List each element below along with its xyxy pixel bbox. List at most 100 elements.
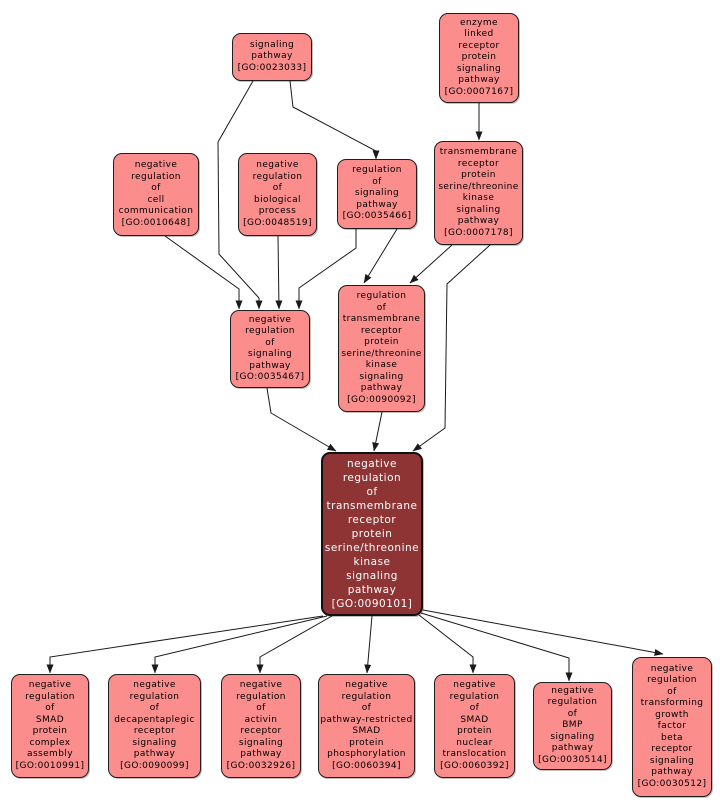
node-label-line: signaling xyxy=(249,39,295,50)
node-label-line: SMAD xyxy=(35,714,65,725)
node-label-line: of xyxy=(469,703,480,713)
edge-go-0048519-to-go-0035467 xyxy=(275,235,283,310)
edge-go-0090101-to-go-0060392 xyxy=(418,614,477,674)
node-label-line: negative xyxy=(551,685,594,696)
node-label-line: regulation xyxy=(129,691,180,702)
node-label-line: of xyxy=(366,486,378,498)
node-label-line: regulation xyxy=(236,691,286,702)
node-label-line: signaling xyxy=(238,737,284,748)
node-label-line: of xyxy=(256,703,266,713)
node-label-line: phosphorylation xyxy=(327,749,406,759)
node-label-line: protein xyxy=(461,170,496,180)
node-label-line: negative xyxy=(345,680,388,690)
node-label-line: pathway xyxy=(347,584,397,596)
node-label-line: regulation xyxy=(352,165,402,176)
node-label-line: communication xyxy=(118,206,194,216)
node-label-line: [GO:0060394] xyxy=(332,760,401,771)
node-label-line: of xyxy=(272,183,283,193)
node-label-line: negative xyxy=(28,680,72,690)
node-label-line: regulation xyxy=(245,326,295,336)
node-label-line: regulation xyxy=(131,171,181,182)
edge-go-0023033-to-go-0035467 xyxy=(217,80,263,310)
node-label-line: activin xyxy=(244,714,278,725)
node-label-line: [GO:0007178] xyxy=(444,227,513,238)
node-label-line: [GO:0035466] xyxy=(342,211,412,222)
node-label-line: negative xyxy=(650,663,694,674)
node-label-line: protein xyxy=(32,726,68,736)
node-label-line: linked xyxy=(464,29,494,40)
node-label-line: transforming xyxy=(640,698,704,709)
node-label-line: kinase xyxy=(462,193,495,203)
node-label-line: of xyxy=(361,703,372,713)
node-label-line: regulation xyxy=(342,472,402,484)
node-label-line: assembly xyxy=(27,749,73,759)
edge-go-0010648-to-go-0035467 xyxy=(164,235,243,310)
node-label-line: pathway xyxy=(551,743,594,754)
node-label-line: negative xyxy=(134,160,178,170)
edge-go-0023033-to-go-0035466 xyxy=(289,80,380,160)
node-label-line: beta xyxy=(661,732,683,743)
node-label-line: [GO:0060392] xyxy=(440,760,509,771)
node-label-line: signaling xyxy=(354,188,400,199)
edge-go-0035467-to-go-0090101 xyxy=(266,387,337,452)
node-label-line: [GO:0035467] xyxy=(235,372,305,382)
node-label-line: negative xyxy=(453,680,496,690)
node-label-line: [GO:0032926] xyxy=(226,760,296,771)
node-label-line: transmembrane xyxy=(342,314,421,324)
node-label-line: [GO:0030514] xyxy=(538,754,607,765)
node-label-line: signaling xyxy=(132,737,177,748)
node-label-line: pathway-restricted xyxy=(320,714,413,725)
node-label-line: receptor xyxy=(133,726,176,736)
node-label-line: signaling xyxy=(456,204,501,215)
edge-go-0090101-to-go-0060394 xyxy=(364,615,373,674)
node-label-line: of xyxy=(149,703,160,713)
node-label-line: of xyxy=(151,183,161,193)
node-label-line: signaling xyxy=(247,349,293,359)
node-label-line: [GO:0023033] xyxy=(237,62,307,73)
node-label-line: negative xyxy=(239,680,283,690)
node-label-line: negative xyxy=(347,458,397,470)
edge-go-0090101-to-go-0010991 xyxy=(46,615,324,674)
node-label-line: regulation xyxy=(252,171,303,182)
node-label-line: process xyxy=(258,206,297,216)
edge-go-0090092-to-go-0090101 xyxy=(372,411,383,452)
node-label-line: regulation xyxy=(547,697,598,708)
node-label-line: pathway xyxy=(458,75,500,86)
node-label-line: serine/threonine xyxy=(438,181,519,192)
node-label-line: receptor xyxy=(347,514,397,526)
node-label-line: [GO:0090101] xyxy=(331,598,413,610)
node-label-line: receptor xyxy=(360,325,403,336)
node-label-line: protein xyxy=(351,528,393,540)
node-label-line: of xyxy=(567,708,578,719)
node-label-line: protein xyxy=(349,737,384,748)
node-label-line: serine/threonine xyxy=(324,542,420,554)
node-label-line: signaling xyxy=(359,371,404,382)
node-label-line: [GO:0010991] xyxy=(15,760,85,771)
node-label-line: [GO:0007167] xyxy=(444,86,514,97)
node-label-line: of xyxy=(372,176,382,187)
node-label-line: nuclear xyxy=(456,737,493,748)
node-label-line: receptor xyxy=(457,158,500,169)
node-label-line: transmembrane xyxy=(439,147,518,157)
node-label-line: regulation xyxy=(449,691,500,702)
node-label-line: [GO:0030512] xyxy=(637,778,707,789)
edge-go-0090101-to-go-0030514 xyxy=(420,612,573,682)
node-label-line: receptor xyxy=(458,40,500,51)
edge-go-0035466-to-go-0035467 xyxy=(295,229,357,310)
